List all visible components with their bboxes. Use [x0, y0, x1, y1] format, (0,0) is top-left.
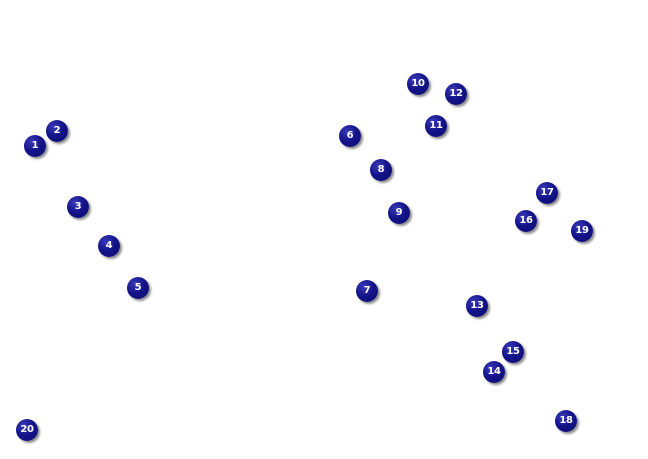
marker-9[interactable]: 9 — [388, 202, 410, 224]
marker-label: 11 — [429, 120, 443, 131]
marker-16[interactable]: 16 — [515, 210, 537, 232]
marker-6[interactable]: 6 — [339, 125, 361, 147]
marker-label: 18 — [559, 415, 573, 426]
marker-14[interactable]: 14 — [483, 361, 505, 383]
marker-label: 1 — [31, 140, 39, 151]
marker-label: 8 — [377, 164, 385, 175]
marker-label: 19 — [575, 225, 589, 236]
marker-label: 13 — [470, 300, 484, 311]
marker-17[interactable]: 17 — [536, 182, 558, 204]
marker-3[interactable]: 3 — [67, 196, 89, 218]
marker-label: 12 — [449, 88, 463, 99]
marker-12[interactable]: 12 — [445, 83, 467, 105]
marker-label: 15 — [506, 346, 520, 357]
marker-label: 3 — [74, 201, 82, 212]
marker-label: 9 — [395, 207, 403, 218]
marker-label: 10 — [411, 78, 425, 89]
marker-20[interactable]: 20 — [16, 419, 38, 441]
marker-label: 16 — [519, 215, 533, 226]
marker-7[interactable]: 7 — [356, 280, 378, 302]
marker-label: 6 — [346, 130, 354, 141]
marker-label: 4 — [105, 240, 113, 251]
marker-8[interactable]: 8 — [370, 159, 392, 181]
marker-19[interactable]: 19 — [571, 220, 593, 242]
marker-label: 14 — [487, 366, 501, 377]
marker-5[interactable]: 5 — [127, 277, 149, 299]
marker-1[interactable]: 1 — [24, 135, 46, 157]
marker-13[interactable]: 13 — [466, 295, 488, 317]
marker-4[interactable]: 4 — [98, 235, 120, 257]
marker-18[interactable]: 18 — [555, 410, 577, 432]
marker-11[interactable]: 11 — [425, 115, 447, 137]
marker-label: 20 — [20, 424, 34, 435]
marker-label: 5 — [134, 282, 142, 293]
marker-15[interactable]: 15 — [502, 341, 524, 363]
marker-10[interactable]: 10 — [407, 73, 429, 95]
marker-2[interactable]: 2 — [46, 120, 68, 142]
marker-label: 17 — [540, 187, 554, 198]
marker-label: 7 — [363, 285, 371, 296]
marker-label: 2 — [53, 125, 61, 136]
